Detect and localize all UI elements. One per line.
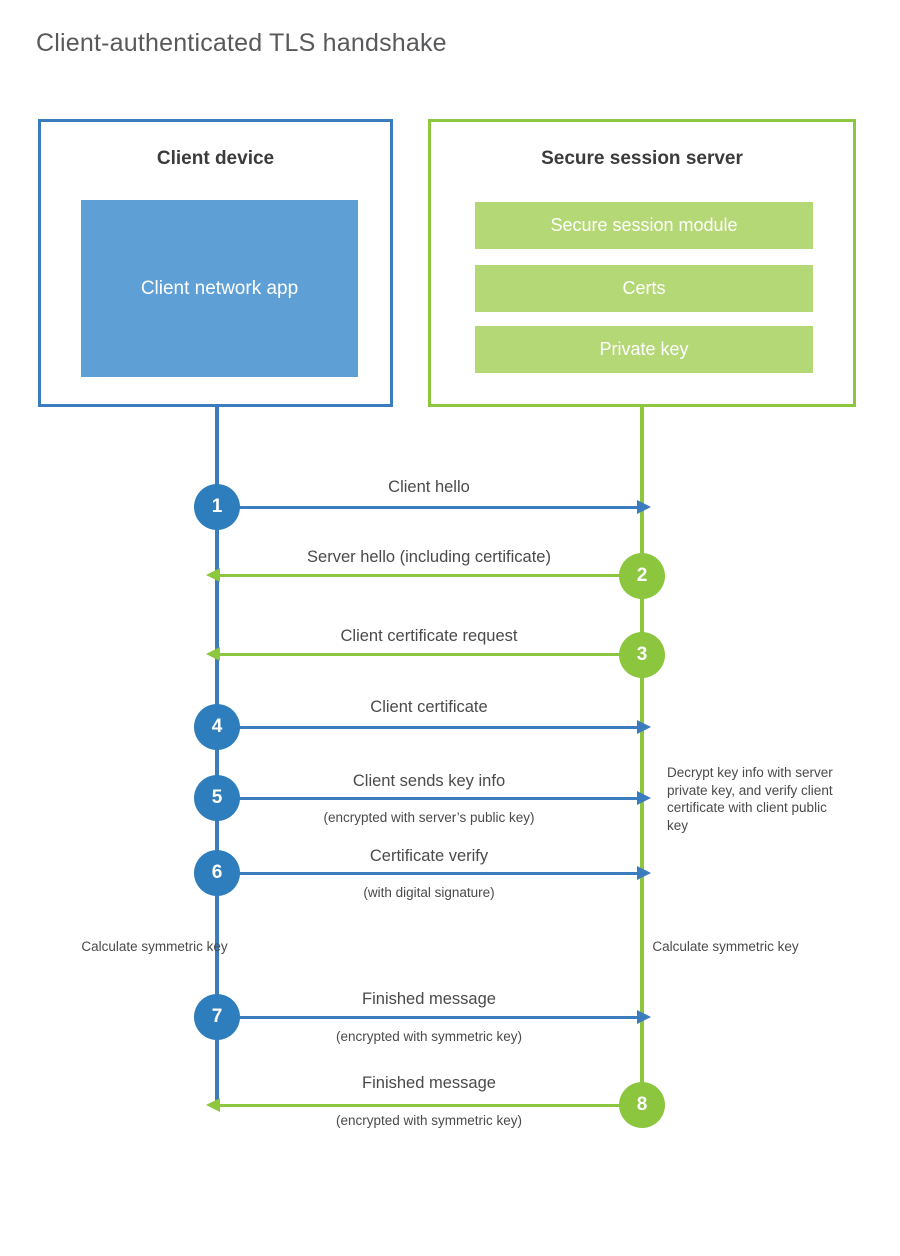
arrow-head-icon — [206, 647, 220, 661]
step-1-label: Client hello — [388, 478, 470, 496]
step-3-label: Client certificate request — [340, 627, 518, 645]
arrow-head-icon — [206, 568, 220, 582]
client-calculate-symmetric-key-note: Calculate symmetric key — [81, 939, 228, 954]
step-1-marker[interactable]: 1 — [194, 484, 240, 530]
client-device-title: Client device — [156, 148, 275, 169]
step-7-arrow — [217, 1010, 651, 1024]
server-component-secure-session-module: Secure session module — [475, 202, 813, 249]
step-2-label: Server hello (including certificate) — [307, 548, 551, 566]
step-6-marker[interactable]: 6 — [194, 850, 240, 896]
step-6-sublabel: (with digital signature) — [363, 885, 495, 900]
step-8-arrow — [206, 1098, 640, 1112]
step-3-marker[interactable]: 3 — [619, 632, 665, 678]
step-8-label: Finished message — [362, 1074, 496, 1092]
arrow-head-icon — [637, 720, 651, 734]
step-5-sublabel: (encrypted with server’s public key) — [323, 810, 535, 825]
arrow-head-icon — [637, 1010, 651, 1024]
arrow-head-icon — [206, 1098, 220, 1112]
server-component-certs: Certs — [475, 265, 813, 312]
client-lifeline — [215, 405, 219, 1108]
step-4-marker[interactable]: 4 — [194, 704, 240, 750]
step-2-marker[interactable]: 2 — [619, 553, 665, 599]
arrow-head-icon — [637, 500, 651, 514]
step-2-arrow — [206, 568, 640, 582]
step-5-label: Client sends key info — [352, 772, 506, 790]
server-lifeline — [640, 405, 644, 1107]
step-6-label: Certificate verify — [369, 847, 489, 865]
step-6-arrow — [217, 866, 651, 880]
step-7-label: Finished message — [362, 990, 496, 1008]
secure-session-server-box: Secure session server Secure session mod… — [428, 119, 856, 407]
server-component-private-key: Private key — [475, 326, 813, 373]
page-title: Client-authenticated TLS handshake — [36, 29, 447, 57]
step-5-arrow — [217, 791, 651, 805]
step-8-sublabel: (encrypted with symmetric key) — [335, 1113, 523, 1128]
client-device-box: Client device Client network app — [38, 119, 393, 407]
step-5-marker[interactable]: 5 — [194, 775, 240, 821]
server-decrypt-note: Decrypt key info with server private key… — [667, 765, 833, 833]
step-4-label: Client certificate — [370, 698, 488, 716]
step-8-marker[interactable]: 8 — [619, 1082, 665, 1128]
server-calculate-symmetric-key-note: Calculate symmetric key — [652, 939, 799, 954]
step-4-arrow — [217, 720, 651, 734]
client-network-app-block: Client network app — [81, 200, 358, 377]
arrow-head-icon — [637, 791, 651, 805]
secure-session-server-title: Secure session server — [541, 148, 743, 169]
step-1-arrow — [217, 500, 651, 514]
step-7-marker[interactable]: 7 — [194, 994, 240, 1040]
step-3-arrow — [206, 647, 640, 661]
step-7-sublabel: (encrypted with symmetric key) — [335, 1029, 523, 1044]
arrow-head-icon — [637, 866, 651, 880]
